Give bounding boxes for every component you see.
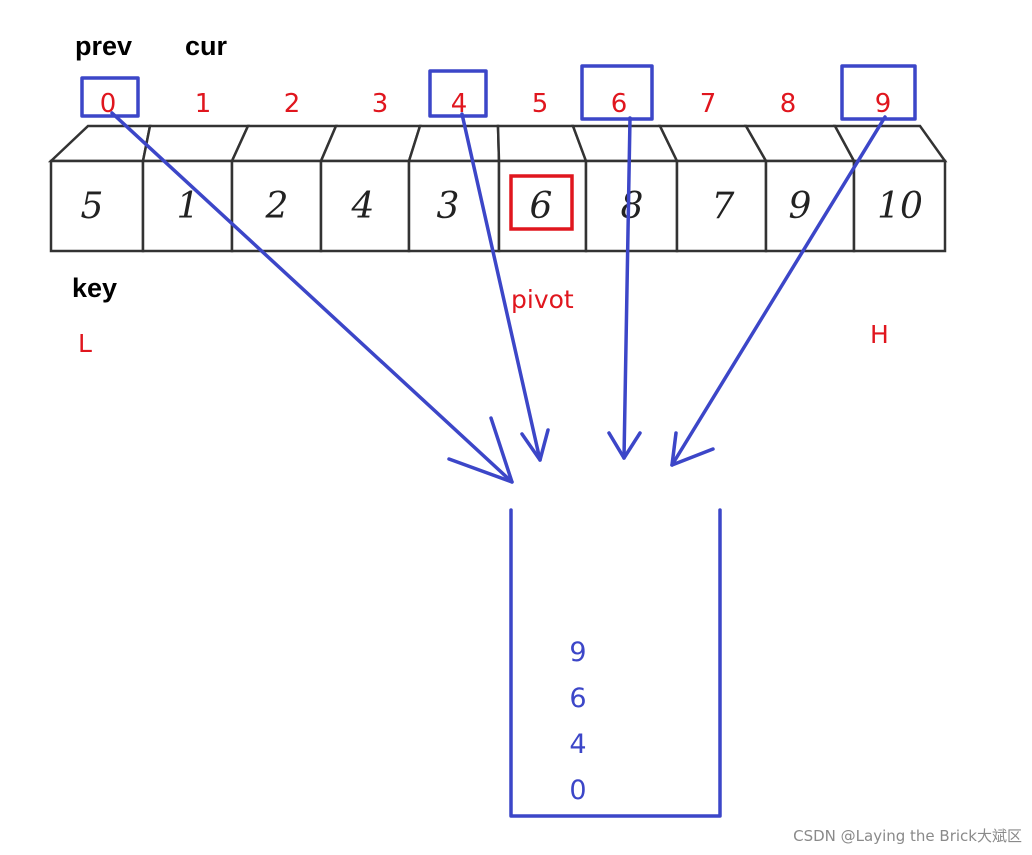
index-3: 3 (372, 89, 389, 119)
cell-3: 4 (351, 186, 375, 227)
index-6: 6 (611, 89, 628, 119)
stack-item-0: 9 (569, 637, 586, 668)
stack-item-3: 0 (569, 775, 586, 806)
cell-4: 3 (437, 186, 460, 227)
cell-5: 6 (530, 186, 553, 227)
high-label: H (870, 320, 889, 349)
arrow-index-6 (607, 116, 642, 460)
index-1: 1 (195, 89, 212, 119)
key-label: key (72, 273, 117, 303)
stack-container (509, 508, 722, 818)
index-highlight-0 (80, 76, 140, 118)
index-highlight-6 (580, 64, 654, 121)
index-7: 7 (700, 89, 717, 119)
cell-6: 8 (621, 186, 644, 227)
index-highlight-4 (428, 69, 488, 118)
cell-9: 10 (877, 186, 923, 227)
arrow-index-4 (460, 112, 550, 462)
low-label: L (78, 329, 92, 358)
index-row: 0 1 2 3 4 5 6 7 8 9 (100, 89, 892, 119)
cell-7: 7 (712, 186, 735, 227)
arrow-index-0 (110, 111, 514, 484)
prev-label: prev (75, 31, 132, 61)
cell-2: 2 (265, 186, 289, 227)
cur-label: cur (185, 31, 228, 61)
index-2: 2 (284, 89, 301, 119)
index-4: 4 (451, 89, 468, 119)
stack-item-1: 6 (569, 683, 586, 714)
pivot-highlight (509, 174, 574, 231)
cell-8: 9 (789, 186, 812, 227)
index-highlight-9 (840, 64, 917, 121)
stack-item-2: 4 (569, 729, 586, 760)
index-5: 5 (532, 89, 549, 119)
stack-values: 9 6 4 0 (569, 637, 586, 806)
arrow-index-9 (670, 115, 887, 467)
watermark: CSDN @Laying the Brick大斌区 (793, 827, 1022, 845)
pivot-label: pivot (511, 285, 574, 314)
index-8: 8 (780, 89, 797, 119)
index-9: 9 (875, 89, 892, 119)
cell-0: 5 (81, 186, 104, 227)
cell-1: 1 (177, 186, 200, 227)
array: 5 1 2 4 3 6 8 7 9 10 (47, 124, 948, 253)
